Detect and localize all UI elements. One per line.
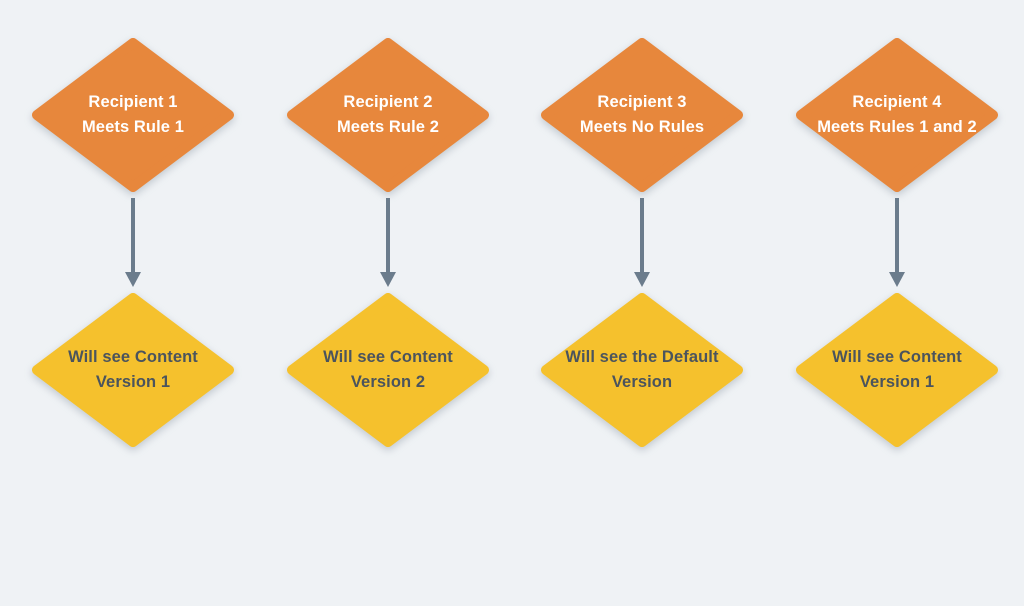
outcome-line-2: Version 2 <box>350 373 426 391</box>
condition-diamond-recipient-2: Recipient 2 Meets Rule 2 <box>286 37 490 193</box>
condition-line-2: Meets No Rules <box>579 118 705 136</box>
condition-diamond-recipient-1: Recipient 1 Meets Rule 1 <box>31 37 235 193</box>
condition-line-2: Meets Rules 1 and 2 <box>817 118 977 136</box>
condition-line-1: Recipient 2 <box>343 93 433 111</box>
outcome-diamond-version-1: Will see Content Version 1 <box>31 292 235 448</box>
diamond-shape <box>287 38 489 192</box>
condition-diamond-recipient-4: Recipient 4 Meets Rules 1 and 2 <box>795 37 999 193</box>
outcome-line-1: Will see the Default <box>565 348 719 366</box>
flow-column-4: Recipient 4 Meets Rules 1 and 2 Will see… <box>795 0 999 606</box>
outcome-label: Will see Content Version 2 <box>286 292 490 448</box>
down-arrow-icon <box>380 198 396 287</box>
condition-label: Recipient 2 Meets Rule 2 <box>286 37 490 193</box>
diamond-shape <box>32 38 234 192</box>
outcome-line-2: Version 1 <box>95 373 171 391</box>
outcome-label: Will see Content Version 1 <box>795 292 999 448</box>
down-arrow-icon <box>634 198 650 287</box>
condition-label: Recipient 4 Meets Rules 1 and 2 <box>795 37 999 193</box>
outcome-label: Will see the Default Version <box>540 292 744 448</box>
diamond-shape <box>541 293 743 447</box>
flow-column-3: Recipient 3 Meets No Rules Will see the … <box>540 0 744 606</box>
flow-column-1: Recipient 1 Meets Rule 1 Will see Conten… <box>31 0 235 606</box>
diamond-shape <box>796 38 998 192</box>
condition-line-1: Recipient 1 <box>88 93 178 111</box>
condition-label: Recipient 3 Meets No Rules <box>540 37 744 193</box>
condition-label: Recipient 1 Meets Rule 1 <box>31 37 235 193</box>
outcome-diamond-version-2: Will see Content Version 2 <box>286 292 490 448</box>
outcome-line-2: Version 1 <box>859 373 935 391</box>
outcome-line-2: Version <box>611 373 673 391</box>
diamond-shape <box>541 38 743 192</box>
diamond-shape <box>287 293 489 447</box>
diamond-shape <box>32 293 234 447</box>
outcome-diamond-version-1-col4: Will see Content Version 1 <box>795 292 999 448</box>
condition-line-1: Recipient 3 <box>597 93 687 111</box>
outcome-line-1: Will see Content <box>68 348 198 366</box>
condition-line-2: Meets Rule 2 <box>336 118 440 136</box>
condition-line-1: Recipient 4 <box>852 93 942 111</box>
outcome-line-1: Will see Content <box>323 348 453 366</box>
condition-line-2: Meets Rule 1 <box>81 118 185 136</box>
condition-diamond-recipient-3: Recipient 3 Meets No Rules <box>540 37 744 193</box>
outcome-line-1: Will see Content <box>832 348 962 366</box>
down-arrow-icon <box>125 198 141 287</box>
outcome-label: Will see Content Version 1 <box>31 292 235 448</box>
diamond-shape <box>796 293 998 447</box>
outcome-diamond-default-version: Will see the Default Version <box>540 292 744 448</box>
flow-column-2: Recipient 2 Meets Rule 2 Will see Conten… <box>286 0 490 606</box>
down-arrow-icon <box>889 198 905 287</box>
